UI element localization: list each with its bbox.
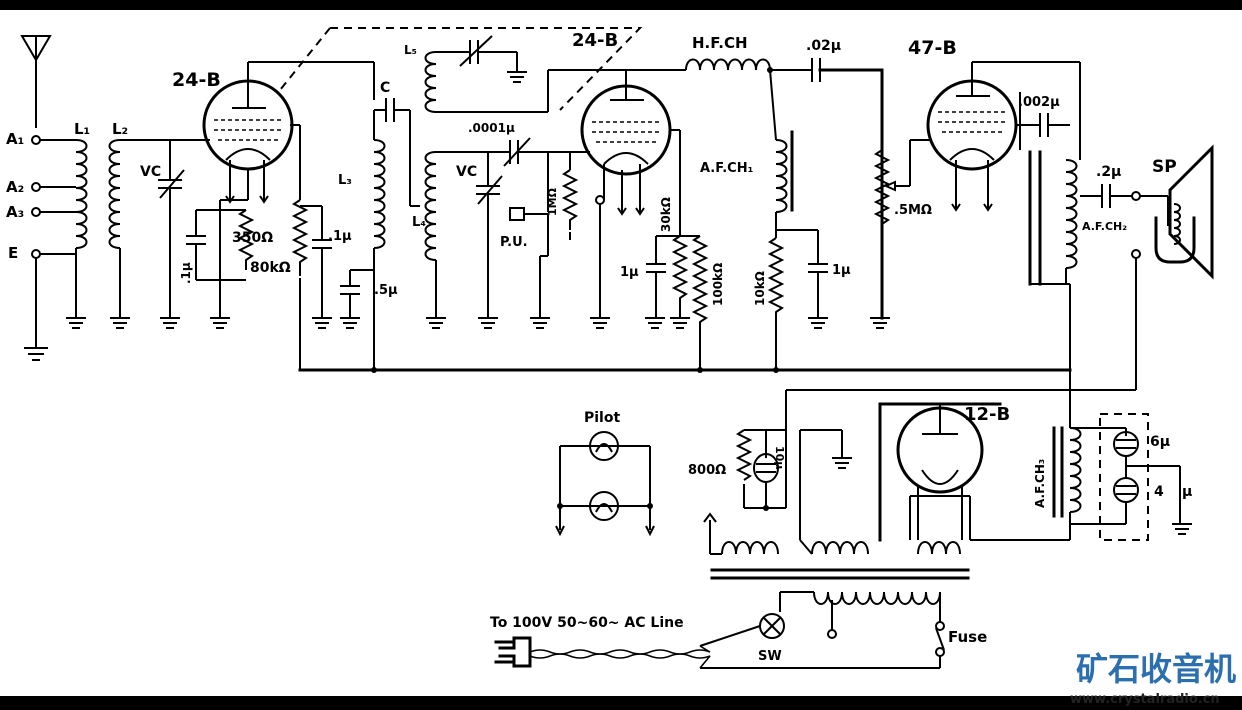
bus-junctions	[371, 367, 779, 373]
gang-dashed-line	[279, 27, 643, 111]
pilot-lamps	[555, 431, 655, 537]
label-cap-2: .2μ	[1096, 164, 1121, 180]
label-af-choke1: A.F.CH₁	[700, 161, 753, 176]
power-switch	[699, 613, 785, 647]
antenna-terminals	[31, 135, 76, 348]
label-a2: A₂	[6, 178, 24, 196]
coupling-cap-02	[811, 58, 884, 320]
filter-capacitors	[1099, 413, 1181, 541]
label-res-5m: .5MΩ	[894, 203, 932, 218]
label-res-1m: 1MΩ	[546, 187, 559, 216]
af-choke-2	[1028, 150, 1141, 391]
label-fuse: Fuse	[948, 628, 987, 646]
label-tube-power: 47-B	[908, 37, 957, 59]
label-res-30k: 30kΩ	[659, 197, 673, 232]
speaker-symbol	[1140, 144, 1214, 280]
antenna-symbol	[20, 35, 52, 128]
label-pilot: Pilot	[584, 410, 620, 426]
label-l1: L₁	[74, 120, 90, 138]
tube-rectifier-12b	[878, 402, 1002, 542]
label-pickup: P.U.	[500, 235, 528, 250]
variable-capacitor-vc2	[476, 152, 503, 318]
label-res-10k: 10kΩ	[753, 271, 767, 306]
variable-capacitor-vc1	[158, 140, 185, 318]
grid-leak-pickup	[509, 152, 579, 318]
label-tube-det: 24-B	[572, 30, 618, 51]
af-choke-3	[970, 389, 1126, 541]
tube1-cathode-network	[186, 199, 255, 318]
label-cap-1b: .1μ	[328, 229, 352, 244]
label-ac-line: To 100V 50~60~ AC Line	[490, 615, 684, 631]
label-cap-4-unit: μ	[1182, 484, 1192, 500]
coil-l2	[108, 139, 210, 318]
coil-l5-reaction	[424, 35, 626, 113]
coil-l4	[410, 151, 510, 318]
label-tube-rf: 24-B	[172, 69, 221, 91]
label-l2: L₂	[112, 120, 128, 138]
label-a1: A₁	[6, 130, 24, 148]
tube-rf-24b	[202, 61, 374, 204]
label-cap-002: .002μ	[1018, 95, 1060, 110]
label-af-choke3: A.F.CH₃	[1033, 459, 1047, 508]
label-l3: L₃	[338, 173, 352, 188]
label-res-350: 350Ω	[232, 230, 273, 246]
watermark-url: www.crystalradio.cn	[1070, 692, 1220, 707]
label-cap-1a: .1μ	[179, 262, 193, 284]
label-switch: SW	[758, 649, 782, 664]
earth-ground	[24, 347, 48, 361]
label-res-80k: 80kΩ	[250, 260, 291, 276]
label-c: C	[380, 80, 390, 96]
label-cap-4: 4	[1154, 484, 1164, 500]
label-cap-1d: 1μ	[832, 263, 851, 278]
label-af-choke2: A.F.CH₂	[1082, 220, 1127, 233]
ground-symbols	[66, 71, 1192, 535]
label-speaker: SP	[1152, 157, 1177, 177]
label-hf-choke: H.F.CH	[692, 34, 748, 52]
bias-network-800	[735, 389, 1000, 540]
label-cap-6: 6μ	[1150, 434, 1170, 450]
af-choke-1	[767, 69, 828, 370]
label-cap-10: 10μ	[773, 446, 786, 469]
ac-plug	[494, 636, 711, 669]
label-l4: L₄	[412, 215, 426, 230]
detector-load-network	[646, 235, 709, 370]
hf-choke	[680, 58, 812, 73]
label-cap-1c: 1μ	[620, 265, 639, 280]
label-e: E	[8, 244, 18, 262]
tube-power-47b	[926, 61, 1081, 212]
grid-capacitor	[503, 137, 590, 167]
label-cap-0001: .0001μ	[468, 121, 515, 135]
label-vc2: VC	[456, 164, 477, 180]
power-transformer	[700, 512, 970, 669]
label-res-100k: 100kΩ	[711, 263, 725, 306]
volume-pot-5m	[873, 139, 930, 225]
label-res-800: 800Ω	[688, 463, 726, 478]
label-a3: A₃	[6, 203, 24, 221]
tube-detector-24b	[580, 69, 681, 318]
label-l5: L₅	[404, 43, 417, 57]
label-cap-02: .02μ	[806, 38, 841, 54]
label-cap-5: .5μ	[374, 283, 398, 298]
res-80k-network	[291, 125, 332, 370]
label-tube-rect: 12-B	[964, 404, 1010, 425]
capacitor-c-l3	[340, 62, 411, 370]
label-vc1: VC	[140, 164, 161, 180]
coil-l1	[75, 139, 88, 318]
watermark-cn: 矿石收音机	[1076, 650, 1236, 688]
